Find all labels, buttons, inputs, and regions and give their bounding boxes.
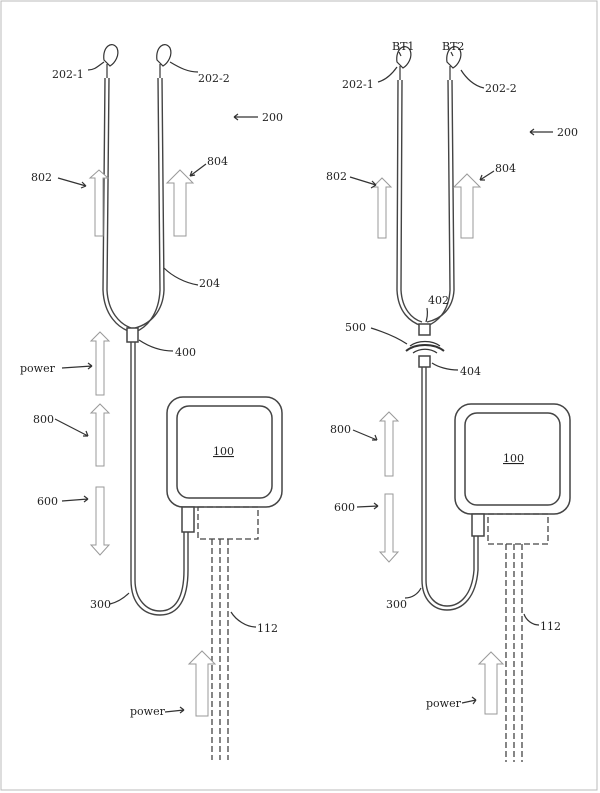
hollow-arrow-up-icon [378,411,400,477]
label-connector-top: 402 [428,294,449,307]
cord-lower-inner [134,342,185,612]
label-wireless: 500 [345,321,366,334]
label-earbud-right: 202-2 [198,72,230,85]
hollow-arrow-up-icon [88,169,110,237]
hollow-arrow-up-icon [477,651,505,715]
label-bt-right: BT2 [442,40,464,53]
earbud-icon [103,44,119,78]
cord-upper-right [134,77,161,333]
hollow-arrow-up-icon [452,173,482,239]
label-cord-lower: 300 [386,598,407,611]
hollow-arrow-up-icon [187,650,217,717]
label-bt-left: BT1 [392,40,414,53]
cord-upper-left-inner [400,79,423,323]
label-power-cable: power [426,697,462,710]
label-cord-lower: 300 [90,598,111,611]
device-100-inner [176,405,273,499]
label-cord-upper: 204 [199,277,220,290]
device-plug [181,506,195,533]
label-device: 100 [503,452,524,465]
label-power-cord: power [20,362,56,375]
label-earbud-left: 202-1 [342,78,374,91]
device-100-inner [464,412,561,506]
cord-lower-inner [425,367,475,607]
label-arrow-right-top: 804 [207,155,228,168]
cord-upper-left-inner [106,77,132,329]
label-assembly: 200 [557,126,578,139]
label-arrow-left-top: 802 [326,170,347,183]
hollow-arrow-up-icon [89,403,111,467]
label-cable: 112 [540,620,561,633]
left-figure: 202-1 202-2 200 802 804 204 400 power 80… [20,44,283,760]
wireless-arc-icon [405,340,445,354]
label-connector-bottom: 404 [460,365,481,378]
label-arrow-left-top: 802 [31,171,52,184]
cord-upper-right-inner [426,79,455,323]
hollow-arrow-up-icon [371,177,393,239]
device-plug [471,513,485,537]
label-device: 100 [213,445,234,458]
label-assembly: 200 [262,111,283,124]
label-power-cable: power [130,705,166,718]
label-arrow-down: 600 [37,495,58,508]
hollow-arrow-down-icon [378,493,400,563]
hollow-arrow-down-icon [89,486,111,556]
label-arrow-right-top: 804 [495,162,516,175]
junction-400 [126,327,139,343]
cable-112 [211,539,229,760]
dock-dashed [197,506,259,540]
earbud-icon [396,46,412,80]
hollow-arrow-up-icon [165,169,195,237]
connector-404 [418,355,431,368]
label-cable: 112 [257,622,278,635]
dock-dashed [487,513,549,545]
label-earbud-left: 202-1 [52,68,84,81]
hollow-arrow-up-icon [89,331,111,396]
earbud-icon [156,44,172,78]
cord-upper-right-inner [134,77,165,329]
right-figure: BT1 BT2 202-1 202-2 200 802 804 402 500 … [326,40,578,762]
cable-112 [505,544,523,762]
cord-lower [421,367,479,611]
label-earbud-right: 202-2 [485,82,517,95]
label-junction: 400 [175,346,196,359]
earbud-icon [446,46,462,80]
label-arrow-mid: 800 [330,423,351,436]
cord-lower [130,342,189,616]
cord-upper-right [426,79,451,327]
label-arrow-down: 600 [334,501,355,514]
label-arrow-mid: 800 [33,413,54,426]
connector-402 [418,323,431,336]
